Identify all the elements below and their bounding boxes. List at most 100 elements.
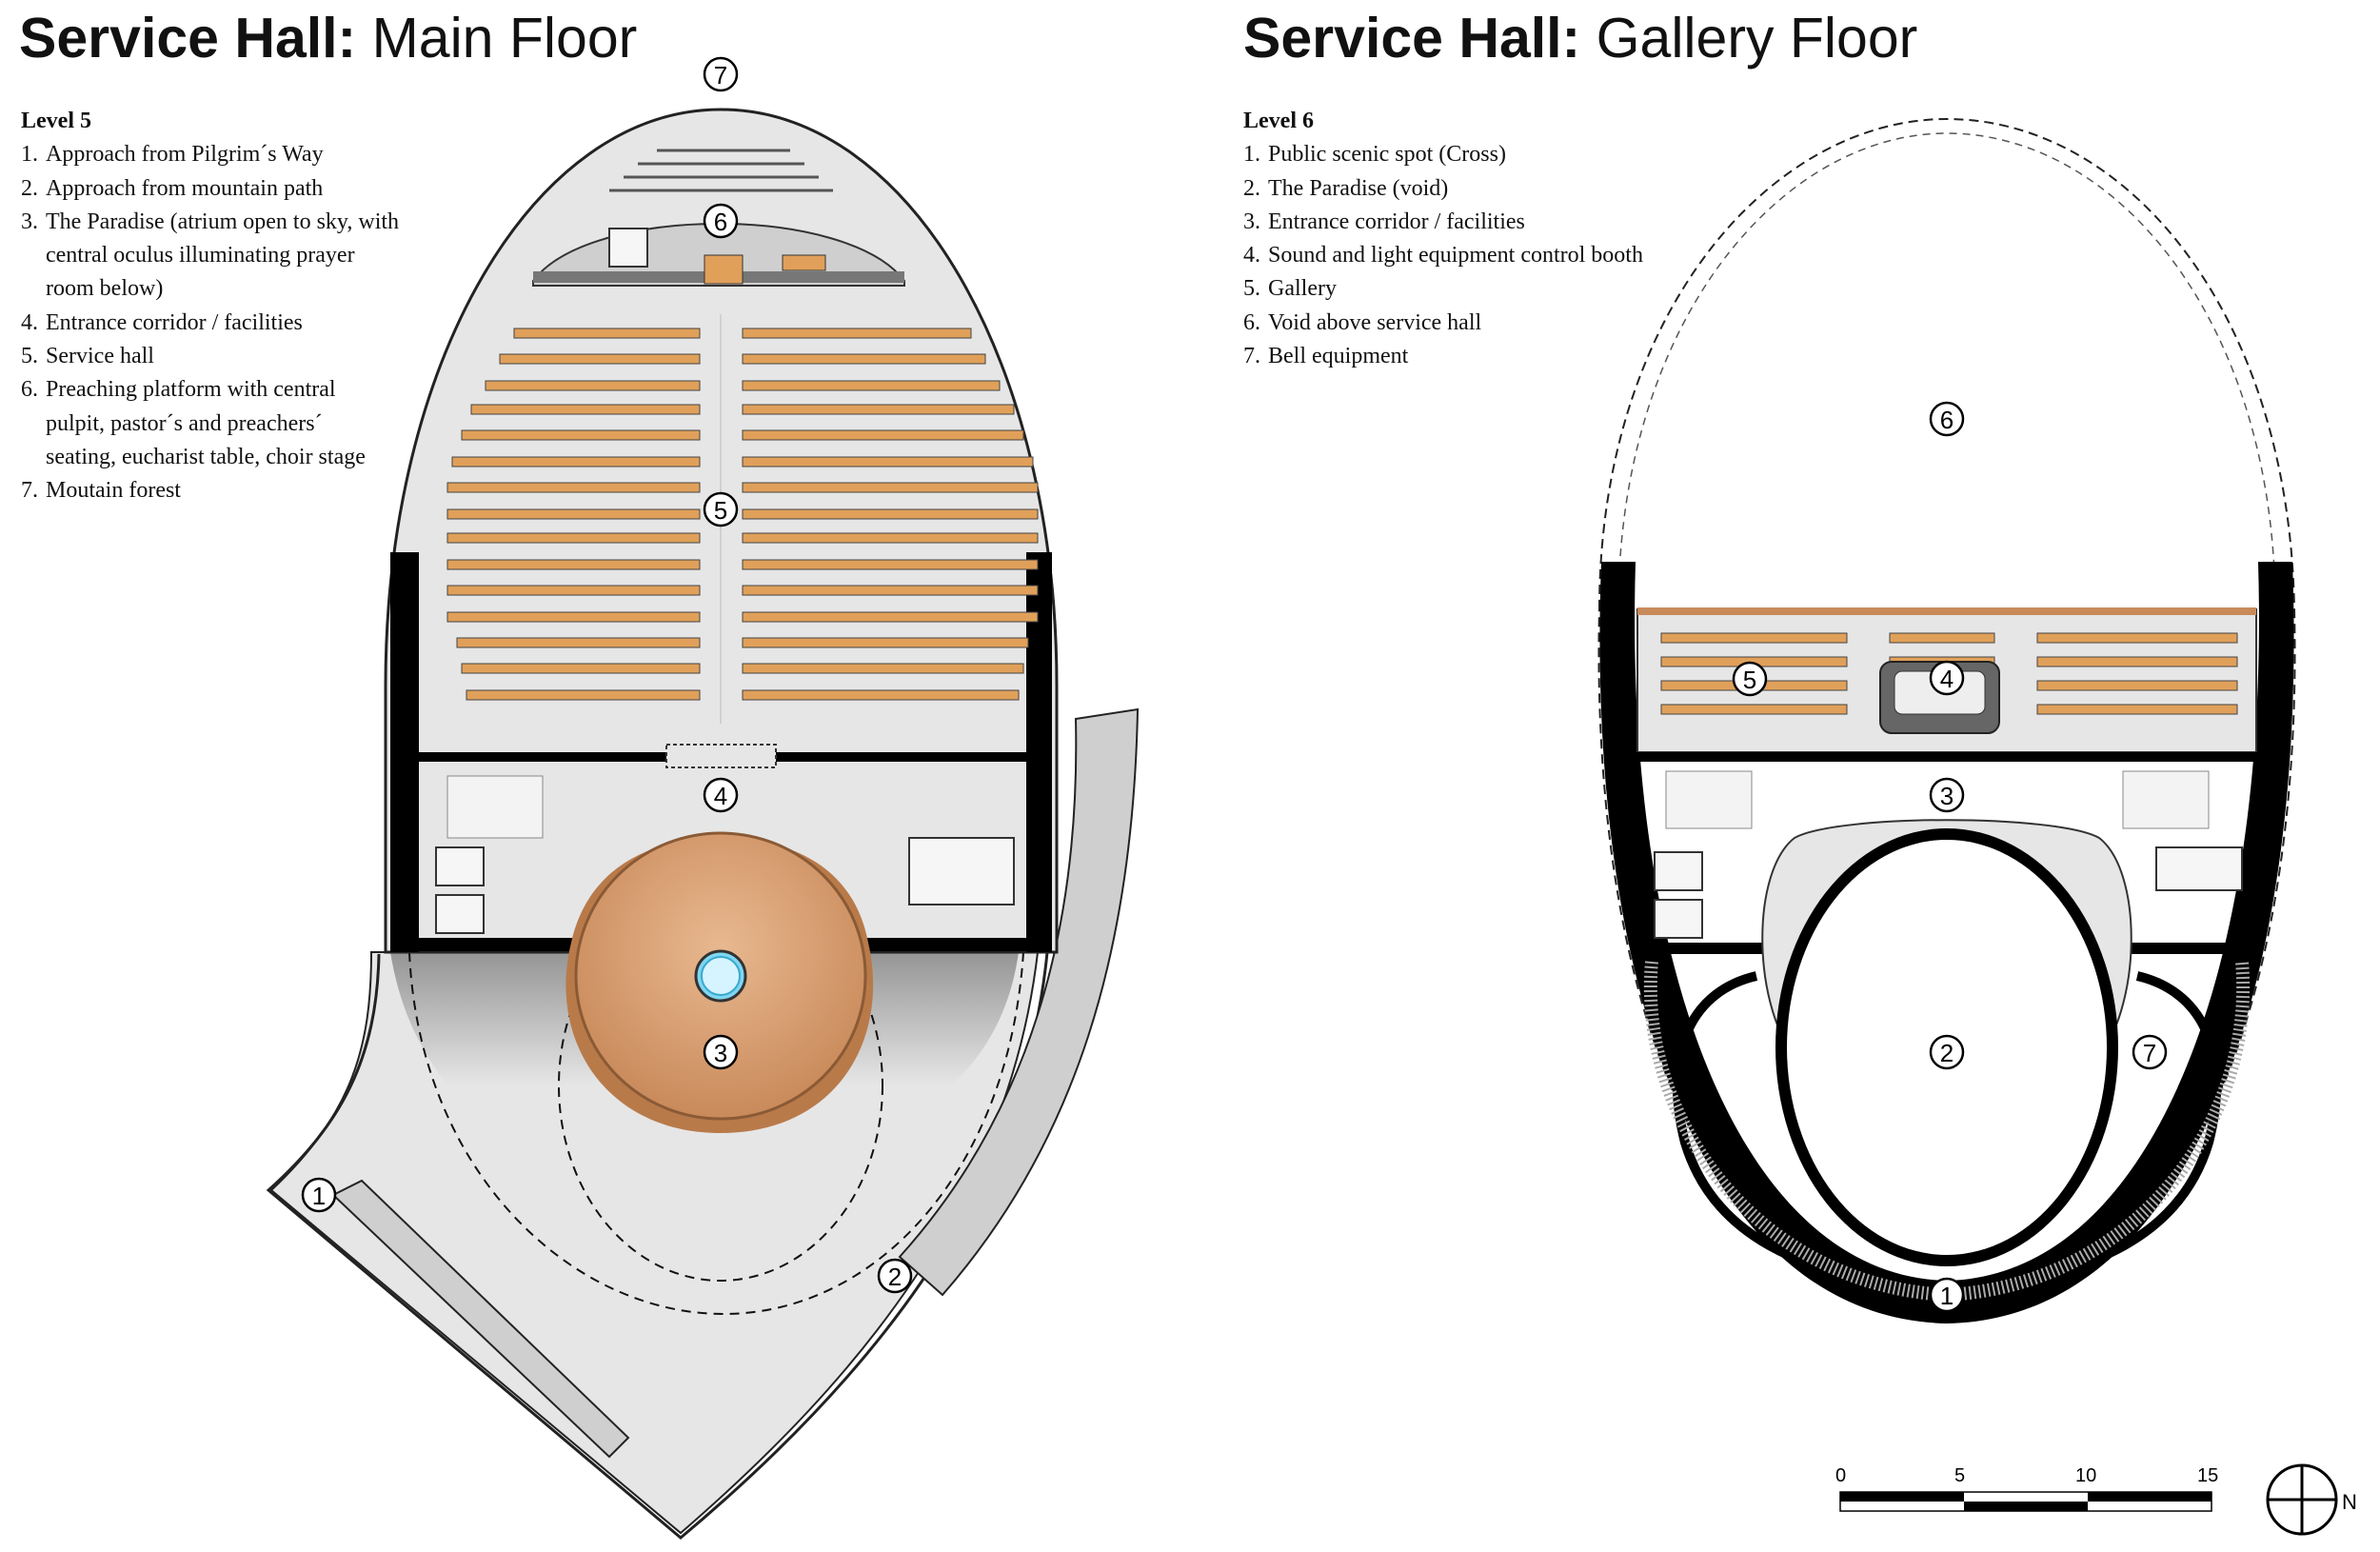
marker-circle: [2132, 1034, 2168, 1070]
gallery-pew: [2036, 680, 2238, 691]
marker-circle: [703, 1034, 739, 1070]
gallery-floor-legend-list: 1.Public scenic spot (Cross) 2.The Parad…: [1243, 138, 1776, 373]
pew: [499, 353, 701, 365]
main-marker-1: 1: [312, 1182, 326, 1210]
gallery-pew: [1660, 704, 1848, 715]
pew: [742, 689, 1020, 701]
legend-item: 5.Gallery: [1243, 276, 1337, 302]
pew: [742, 328, 972, 339]
marker-circle: [301, 1177, 337, 1213]
pews: [446, 328, 1039, 701]
gallery-stair-right: [2122, 770, 2210, 829]
main-floor-level: Level 5: [21, 109, 91, 133]
legend-item: 3.The Paradise (atrium open to sky, with…: [21, 209, 400, 302]
legend-item: 7.Bell equipment: [1243, 344, 1409, 369]
pew: [446, 585, 701, 596]
marker-circle: [1929, 777, 1965, 813]
choir-seats: [609, 149, 833, 192]
gallery-floor-level: Level 6: [1243, 109, 1314, 133]
pew: [466, 689, 701, 701]
gallery-floor-title-bold: Service Hall:: [1243, 7, 1581, 70]
marker-circle: [1929, 1277, 1965, 1313]
marker-circle: [1732, 661, 1768, 697]
gallery-marker-4: 4: [1940, 665, 1954, 693]
main-marker-4: 4: [714, 782, 727, 810]
pew: [513, 328, 701, 339]
scale-tick-10: 10: [2075, 1465, 2096, 1486]
legend-item: 5.Service hall: [21, 344, 154, 369]
gallery-marker-6: 6: [1940, 406, 1954, 434]
marker-circle: [1929, 1034, 1965, 1070]
gallery-inner-dash: [1617, 132, 2276, 610]
gallery-pew: [2036, 656, 2238, 667]
scale-outline: [1839, 1491, 2212, 1512]
pew: [461, 429, 701, 441]
pew: [742, 482, 1039, 493]
main-marker-5: 5: [714, 496, 727, 525]
pulpit: [704, 254, 744, 285]
main-floor-title: Service Hall: Main Floor: [19, 6, 637, 70]
scale-tick-0: 0: [1835, 1465, 1846, 1486]
pew: [446, 482, 701, 493]
main-floor-title-bold: Service Hall:: [19, 7, 357, 70]
gallery-marker-2: 2: [1940, 1039, 1954, 1067]
marker-circle: [703, 777, 739, 813]
gallery-marker-7: 7: [2143, 1039, 2156, 1067]
stair-left: [446, 775, 544, 839]
gallery-floor-legend: Level 6 1.Public scenic spot (Cross) 2.T…: [1243, 105, 1776, 373]
scale-bar: 0 5 10 15: [1835, 1465, 2218, 1512]
pew: [446, 559, 701, 570]
legend-item: 7.Moutain forest: [21, 478, 181, 504]
gallery-floor-title-light: Gallery Floor: [1596, 7, 1918, 70]
pew: [742, 559, 1039, 570]
scale-seg-3: [2088, 1492, 2211, 1502]
north-arrow: N: [2266, 1463, 2357, 1536]
pew: [461, 663, 701, 674]
pew: [470, 404, 701, 415]
pew: [742, 456, 1034, 468]
pew: [742, 380, 1001, 391]
gallery-toilets: [2155, 846, 2243, 891]
main-marker-6: 6: [714, 208, 727, 236]
left-stair: [331, 1179, 630, 1459]
gallery-marker-5: 5: [1743, 666, 1756, 694]
main-marker-7: 7: [714, 61, 727, 90]
north-arrow-label: N: [2342, 1490, 2357, 1514]
pew: [742, 532, 1039, 544]
scale-tick-5: 5: [1954, 1465, 1965, 1486]
marker-circle: [877, 1258, 913, 1294]
pew: [485, 380, 701, 391]
gallery-stair-left: [1665, 770, 1753, 829]
gallery-marker-3: 3: [1940, 782, 1954, 810]
pew: [742, 663, 1024, 674]
pew: [742, 353, 986, 365]
oculus-inner: [701, 956, 741, 996]
main-floor-plan: [266, 108, 1140, 1540]
main-floor-legend-list: 1.Approach from Pilgrim´s Way 2.Approach…: [21, 138, 402, 507]
pew: [446, 611, 701, 623]
gallery-pew: [2036, 704, 2238, 715]
piano: [608, 228, 648, 268]
main-marker-2: 2: [888, 1263, 902, 1291]
pew: [742, 508, 1039, 520]
gallery-pew: [1660, 632, 1848, 644]
marker-circle: [1929, 660, 1965, 696]
legend-item: 1.Approach from Pilgrim´s Way: [21, 142, 324, 168]
gallery-floor-plan: [1597, 117, 2296, 1323]
pew: [446, 508, 701, 520]
pew: [451, 456, 701, 468]
scale-tick-15: 15: [2197, 1465, 2218, 1486]
marker-circle: [703, 203, 739, 239]
right-stair: [898, 707, 1140, 1297]
legend-item: 4.Sound and light equipment control boot…: [1243, 243, 1643, 269]
marker-circle: [703, 491, 739, 527]
main-floor-title-light: Main Floor: [371, 7, 638, 70]
gallery-pew: [2036, 632, 2238, 644]
marker-circle: [1929, 401, 1965, 437]
pew: [456, 637, 701, 648]
gallery-elevator-1: [1654, 851, 1703, 891]
legend-item: 1.Public scenic spot (Cross): [1243, 142, 1506, 168]
entrance-doors: [665, 744, 777, 768]
